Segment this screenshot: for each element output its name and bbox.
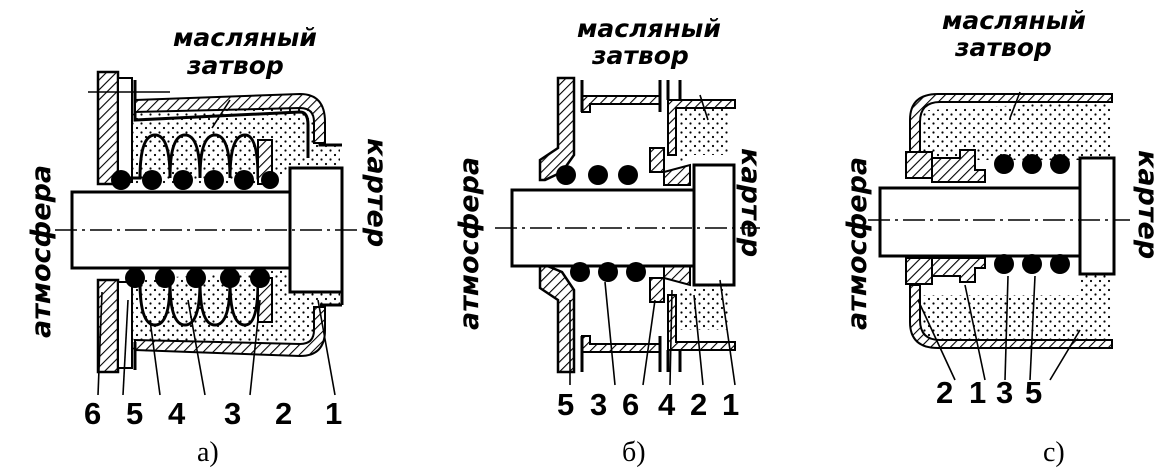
- part-number-c-3: 5: [1025, 375, 1042, 410]
- diagram-a: масляный затвор атмосфера картер 6 5 4 3…: [26, 23, 392, 468]
- oil-seal-label-b-line2: затвор: [591, 41, 689, 70]
- part-number-b-1: 3: [590, 387, 607, 422]
- caption-c: с): [1043, 437, 1065, 468]
- shaft-b-flange: [692, 163, 736, 287]
- part-number-b-4: 2: [690, 387, 707, 422]
- part-number-b-2: 6: [622, 387, 639, 422]
- spring-coils-a: [111, 170, 279, 288]
- atmosphere-label-c: атмосфера: [842, 157, 873, 330]
- housing-b-bottom-line: [666, 350, 682, 372]
- crankcase-label-b: картер: [735, 148, 766, 257]
- seal-ring-b-top: [649, 147, 665, 173]
- wall-plate-a-inner-top: [117, 77, 133, 183]
- housing-b-top: [667, 99, 736, 156]
- diagram-b: масляный затвор атмосфера картер 5 3 6 4…: [454, 14, 766, 468]
- oil-seal-label-c-line1: масляный: [942, 6, 1086, 35]
- atmosphere-label-b: атмосфера: [454, 157, 485, 330]
- crankcase-label-c: картер: [1132, 150, 1163, 259]
- oil-seal-label-a-line1: масляный: [173, 23, 317, 52]
- part-number-b-3: 4: [658, 387, 676, 422]
- housing-a-bottom-hatch: [134, 306, 326, 358]
- packing-c-top: [905, 151, 933, 179]
- collar-c-bottom: [931, 257, 986, 283]
- channel-b-top: [581, 95, 661, 113]
- housing-c-top: [909, 93, 1113, 153]
- part-number-c-0: 2: [936, 375, 953, 410]
- part-number-a-3: 3: [224, 396, 241, 431]
- channel-b-top-outline: [580, 80, 662, 112]
- leaders-c: [917, 91, 1081, 381]
- oil-region-b-top: [680, 100, 730, 170]
- housing-a-top-hatch: [134, 92, 326, 144]
- wall-plate-b-top: [538, 76, 576, 182]
- part-number-c-2: 3: [996, 375, 1013, 410]
- oil-seal-label-a-line2: затвор: [186, 51, 284, 80]
- bellows-a-top: [128, 133, 262, 180]
- leaders-a: [97, 99, 336, 396]
- diagram-c: масляный затвор атмосфера картер 2 1 3 5…: [842, 6, 1163, 468]
- channel-b-bottom-outline: [580, 336, 662, 372]
- crankcase-label-a: картер: [361, 138, 392, 247]
- part-number-a-2: 4: [168, 396, 186, 431]
- oil-region-b-bottom: [680, 285, 730, 330]
- caption-b: б): [622, 437, 646, 468]
- seal-ring-b-bottom: [649, 277, 665, 303]
- part-number-a-0: 6: [84, 396, 101, 431]
- wedge-b-bottom: [663, 264, 691, 287]
- caption-a: а): [197, 437, 219, 468]
- oil-seal-label-c-line2: затвор: [954, 33, 1052, 62]
- packing-c-bottom: [905, 257, 933, 285]
- wedge-b-top: [663, 163, 691, 186]
- spring-coils-b: [556, 165, 646, 282]
- oil-region-a-bottom: [122, 270, 340, 352]
- part-number-c-1: 1: [969, 375, 986, 410]
- part-number-a-4: 2: [275, 396, 292, 431]
- oil-region-a-top: [122, 100, 340, 185]
- shaft-c-flange: [1078, 156, 1116, 276]
- housing-c-bottom: [909, 284, 1113, 349]
- collar-c-top: [931, 149, 986, 183]
- atmosphere-label-a: атмосфера: [26, 165, 57, 338]
- wall-plate-a-top: [96, 70, 120, 186]
- spring-coils-c: [994, 154, 1070, 274]
- oil-seal-label-b-line1: масляный: [577, 14, 721, 43]
- shaft-c: [878, 186, 1082, 258]
- wall-plate-b-bottom: [538, 263, 576, 374]
- part-number-a-1: 5: [126, 396, 143, 431]
- housing-b-bottom: [667, 294, 736, 351]
- housing-b-top-line: [666, 80, 682, 100]
- leaders-b: [569, 94, 736, 386]
- part-number-b-5: 1: [722, 387, 739, 422]
- part-number-b-0: 5: [557, 387, 574, 422]
- part-number-a-5: 1: [325, 396, 342, 431]
